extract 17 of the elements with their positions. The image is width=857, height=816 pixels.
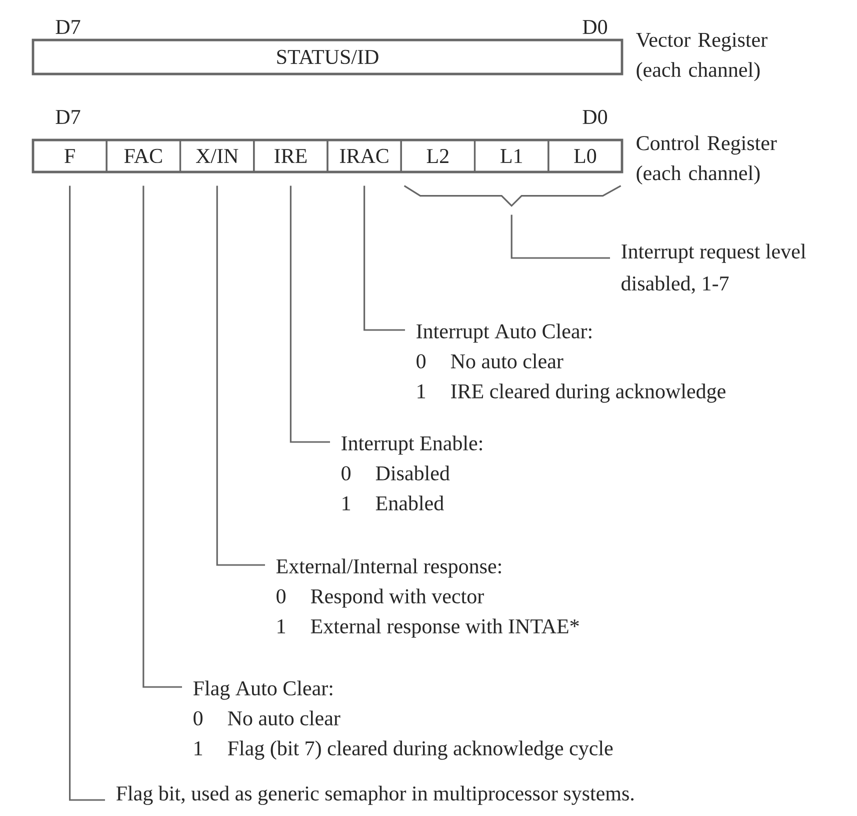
register-label: Control Register (each channel) bbox=[636, 135, 777, 185]
field-description: Interrupt Enable: 0 Disabled 1 Enabled bbox=[342, 436, 482, 510]
bit-label: D0 bbox=[582, 110, 608, 124]
field-description: Interrupt Auto Clear: 0 No auto clear 1 IRE cleared during acknowledge bbox=[416, 324, 726, 403]
field-description: External/Internal response: 0 Respond with vector 1 External response with INTAE* bbox=[276, 558, 579, 638]
field-description: Flag Auto Clear: 0 No auto clear 1 Flag (bit 7) cleared during acknowledge cycle bbox=[193, 680, 613, 760]
register-box: STATUS/ID bbox=[32, 38, 624, 76]
bit-label: D7 bbox=[56, 110, 80, 124]
leader-line bbox=[290, 186, 330, 443]
leader-line bbox=[142, 186, 182, 688]
leader-line bbox=[510, 214, 610, 259]
register-label: Vector Register (each channel) bbox=[636, 32, 768, 82]
leader-line bbox=[364, 186, 405, 331]
leader-line bbox=[216, 186, 265, 566]
field-description: Flag bit, used as generic semaphor in multiprocessor systems. bbox=[116, 786, 634, 805]
field-description: Interrupt request level disabled, 1-7 bbox=[622, 244, 806, 294]
leader-line bbox=[69, 186, 105, 801]
